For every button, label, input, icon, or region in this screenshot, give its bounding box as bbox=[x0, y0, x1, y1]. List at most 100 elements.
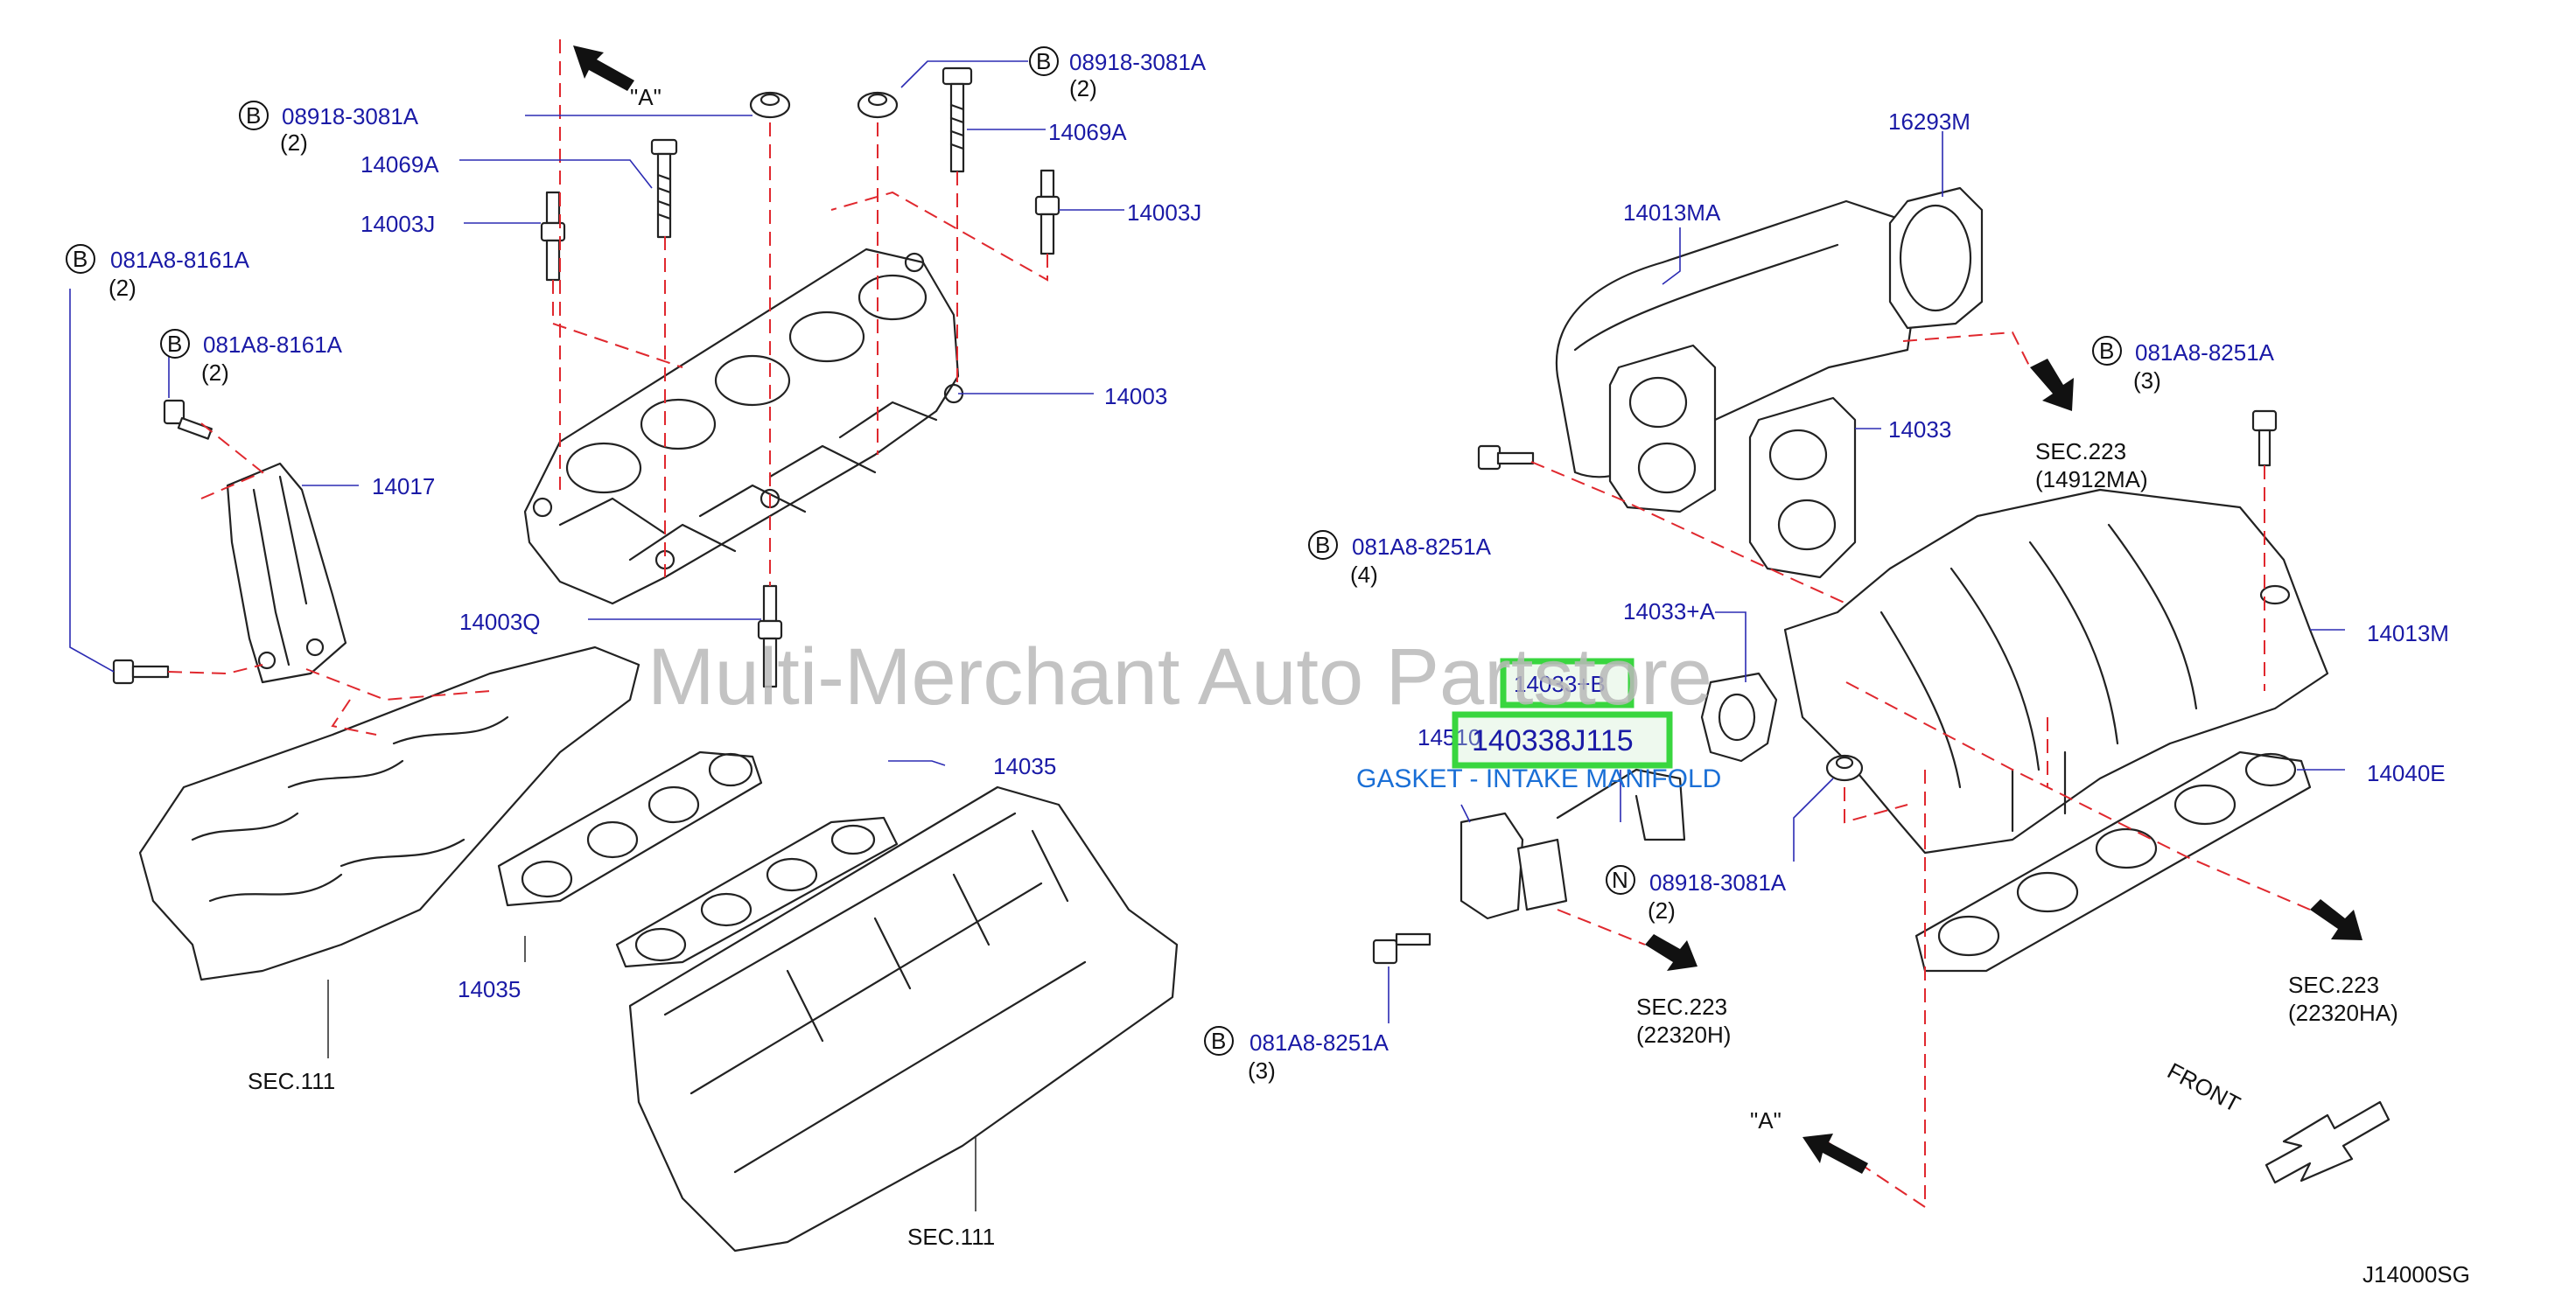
b-marker-8251-mid-text: B bbox=[1315, 532, 1330, 558]
highlight-callout[interactable]: 14033+B bbox=[1514, 671, 1606, 697]
callout-sec223-14912ma[interactable]: SEC.223 bbox=[2035, 438, 2126, 464]
bolt-081a8-8161a-a bbox=[112, 659, 170, 685]
nut-08918-left bbox=[749, 91, 791, 119]
callout-16293m[interactable]: 16293M bbox=[1888, 108, 1970, 135]
callout-081a8-8161a-b-qty: (2) bbox=[201, 359, 229, 386]
bolt-14069a-left bbox=[650, 138, 678, 239]
highlight-callout-box bbox=[1500, 658, 1634, 708]
callout-sec223-22320ha[interactable]: SEC.223 bbox=[2288, 972, 2379, 998]
view-a-arrow-bottom bbox=[1802, 1134, 1868, 1174]
callout-14017[interactable]: 14017 bbox=[372, 473, 435, 499]
nut-08918-n bbox=[1825, 754, 1864, 782]
callout-081a8-8251a-top[interactable]: 081A8-8251A bbox=[2135, 339, 2275, 366]
callout-14003j-left[interactable]: 14003J bbox=[360, 211, 435, 237]
arrow-sec223-14912ma bbox=[2030, 359, 2074, 411]
arrow-sec223-22320h bbox=[1645, 934, 1698, 971]
callout-14033[interactable]: 14033 bbox=[1888, 416, 1951, 443]
highlight-part-number[interactable]: 140338J115 bbox=[1472, 724, 1634, 757]
callout-14003[interactable]: 14003 bbox=[1104, 383, 1167, 409]
bolt-081a8-8251a-bot bbox=[1372, 932, 1432, 965]
leader-lines bbox=[69, 60, 2345, 1211]
stud-14003q bbox=[757, 584, 783, 688]
callout-14510[interactable]: 14510 bbox=[1418, 724, 1480, 750]
b-marker-8251-mid bbox=[1308, 530, 1338, 560]
callout-14069a-left[interactable]: 14069A bbox=[360, 151, 439, 178]
intake-manifold-14013m bbox=[1783, 488, 2329, 855]
callout-14003q[interactable]: 14003Q bbox=[459, 609, 541, 635]
b-marker-8251-top bbox=[2092, 336, 2122, 366]
stud-14003j-right bbox=[1034, 169, 1060, 255]
highlight-callout-fill bbox=[1503, 661, 1631, 705]
callout-081a8-8251a-mid-qty: (4) bbox=[1350, 562, 1378, 588]
arrow-sec223-22320ha bbox=[2310, 899, 2362, 940]
nut-08918-top bbox=[857, 91, 899, 119]
cylinder-head-right bbox=[628, 785, 1179, 1253]
callout-14040e[interactable]: 14040E bbox=[2367, 760, 2446, 786]
callout-14013ma[interactable]: 14013MA bbox=[1623, 199, 1721, 226]
watermark: Multi-Merchant Auto Partstore bbox=[648, 632, 1712, 722]
callout-081a8-8251a-mid[interactable]: 081A8-8251A bbox=[1352, 534, 1492, 560]
b-marker-08918-top-text: B bbox=[1036, 48, 1051, 74]
callout-081a8-8251a-top-qty: (3) bbox=[2133, 367, 2161, 394]
callout-14033a[interactable]: 14033+A bbox=[1623, 598, 1715, 625]
b-marker-081a8-b bbox=[160, 329, 190, 359]
bolt-081a8-8251a-mid bbox=[1477, 444, 1535, 471]
hose bbox=[1556, 768, 1686, 841]
b-marker-8251-bot bbox=[1204, 1026, 1234, 1056]
bolt-081a8-8161a-b bbox=[163, 399, 213, 440]
gasket-16293m bbox=[1888, 186, 1984, 330]
n-marker-08918 bbox=[1606, 865, 1635, 895]
callout-08918-n-qty: (2) bbox=[1648, 897, 1676, 924]
callout-081a8-8251a-bot-qty: (3) bbox=[1248, 1057, 1276, 1084]
callout-08918-left[interactable]: 08918-3081A bbox=[282, 103, 419, 129]
callout-081a8-8161a-b[interactable]: 081A8-8161A bbox=[203, 331, 343, 358]
marker-group: B B B B B B B N bbox=[66, 46, 2122, 1056]
dashed-guides-left bbox=[167, 39, 1048, 736]
b-marker-8251-bot-text: B bbox=[1211, 1028, 1226, 1054]
cylinder-head-left bbox=[138, 646, 640, 981]
b-marker-08918-left bbox=[239, 101, 269, 130]
gasket-14033-b bbox=[1748, 396, 1857, 579]
front-arrow-icon bbox=[2264, 1100, 2390, 1184]
highlight-part-fill bbox=[1455, 715, 1670, 765]
callout-14013m[interactable]: 14013M bbox=[2367, 620, 2449, 646]
b-marker-081a8-b-text: B bbox=[167, 331, 182, 357]
view-a-label-top: "A" bbox=[630, 84, 662, 110]
bolt-081a8-8251a-top bbox=[2251, 409, 2278, 467]
callout-081a8-8161a-a[interactable]: 081A8-8161A bbox=[110, 247, 250, 273]
callout-081a8-8161a-a-qty: (2) bbox=[108, 275, 136, 301]
callout-sec223-14912ma-ref: (14912MA) bbox=[2035, 466, 2148, 492]
dashed-guides-right bbox=[1530, 331, 2311, 1209]
callout-sec223-22320h-ref: (22320H) bbox=[1636, 1022, 1731, 1048]
b-marker-8251-top-text: B bbox=[2099, 338, 2114, 364]
gasket-14033a bbox=[1700, 672, 1778, 763]
front-label: FRONT bbox=[2163, 1057, 2244, 1118]
callout-sec223-22320ha-ref: (22320HA) bbox=[2288, 1000, 2398, 1026]
callout-081a8-8251a-bot[interactable]: 081A8-8251A bbox=[1250, 1029, 1390, 1056]
callout-14035-top[interactable]: 14035 bbox=[993, 753, 1056, 779]
callout-sec223-22320h[interactable]: SEC.223 bbox=[1636, 994, 1727, 1020]
n-marker-08918-text: N bbox=[1612, 867, 1628, 893]
b-marker-081a8-a bbox=[66, 244, 95, 274]
view-a-label-bottom: "A" bbox=[1750, 1107, 1782, 1134]
valve-14510 bbox=[1460, 812, 1568, 920]
callout-08918-n[interactable]: 08918-3081A bbox=[1649, 869, 1787, 896]
highlight-group bbox=[1452, 658, 1673, 769]
callout-sec111-left[interactable]: SEC.111 bbox=[248, 1068, 335, 1094]
gasket-14035-right bbox=[615, 816, 899, 968]
callout-14003j-right[interactable]: 14003J bbox=[1127, 199, 1201, 226]
callout-sec111-bottom[interactable]: SEC.111 bbox=[907, 1224, 995, 1250]
callout-08918-top[interactable]: 08918-3081A bbox=[1069, 49, 1207, 75]
callout-08918-left-qty: (2) bbox=[280, 129, 308, 156]
b-marker-08918-left-text: B bbox=[246, 102, 261, 129]
callout-08918-top-qty: (2) bbox=[1069, 75, 1097, 101]
stud-14003j-left bbox=[540, 191, 566, 282]
drawing-id: J14000SG bbox=[2362, 1261, 2470, 1288]
gasket-14033-a bbox=[1608, 344, 1717, 513]
callout-14069a-right[interactable]: 14069A bbox=[1048, 119, 1127, 145]
intake-manifold-lower bbox=[523, 248, 964, 605]
b-marker-08918-top bbox=[1029, 46, 1059, 76]
callout-14035-bottom[interactable]: 14035 bbox=[458, 976, 521, 1002]
